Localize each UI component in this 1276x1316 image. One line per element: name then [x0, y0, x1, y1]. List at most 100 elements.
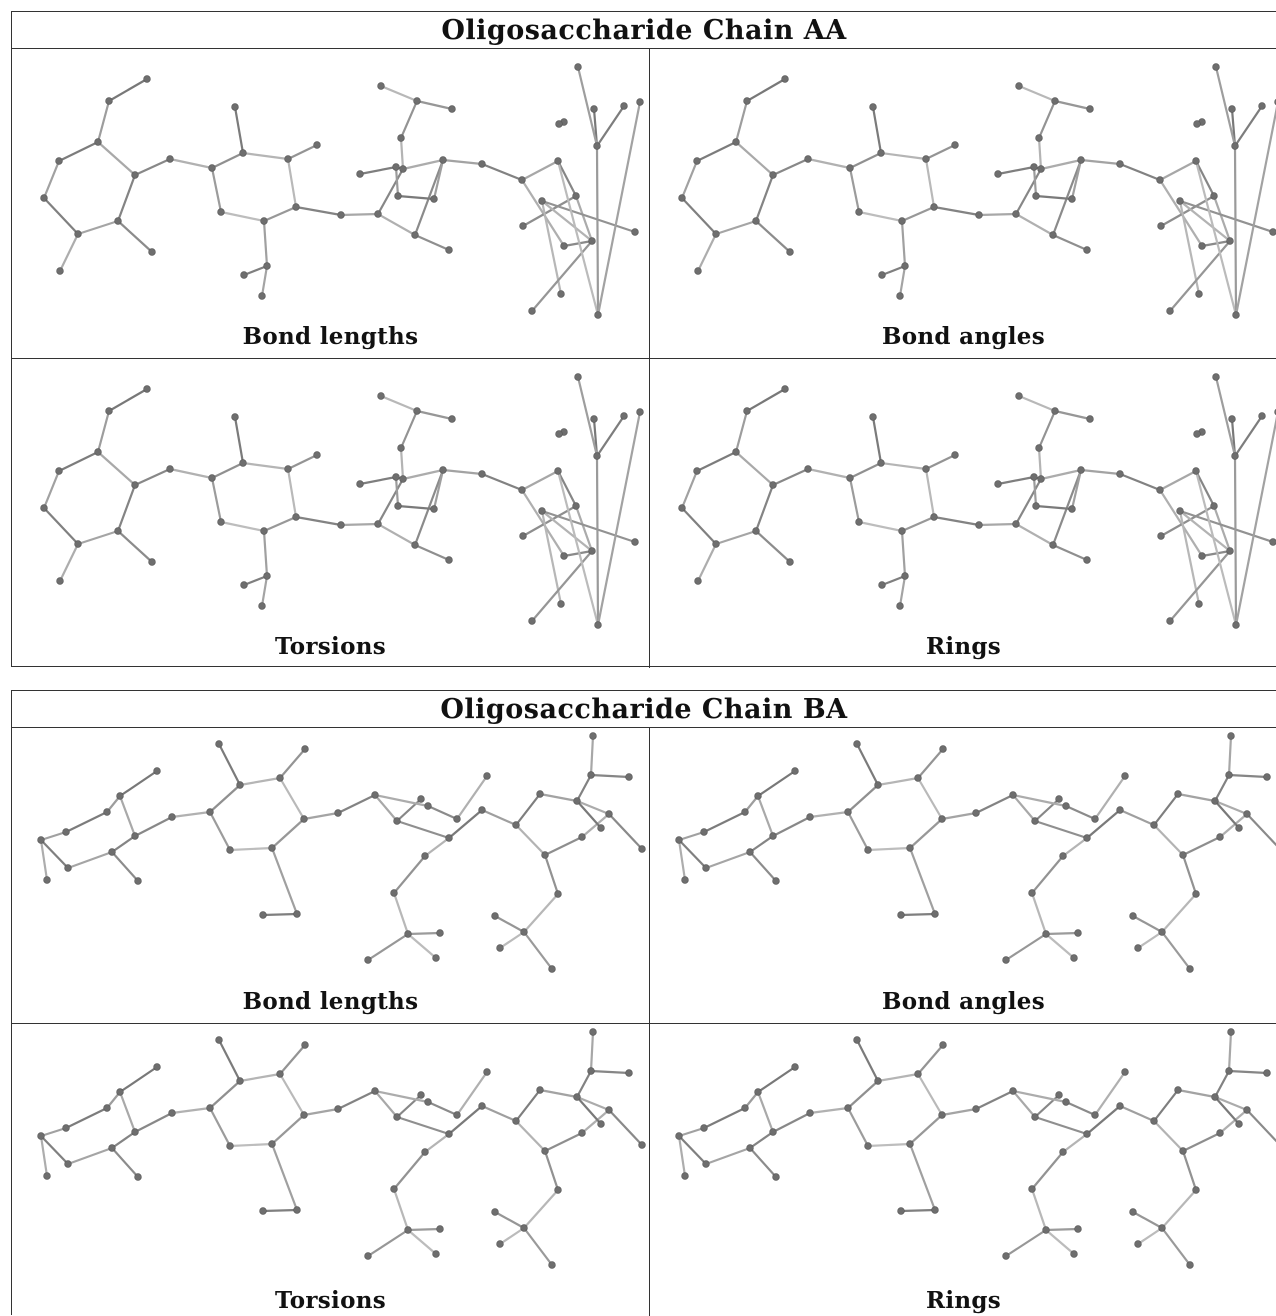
- bond-stick: [680, 159, 699, 200]
- atom-ball: [975, 211, 983, 219]
- atom-ball: [554, 467, 562, 475]
- atom-ball: [432, 1250, 440, 1258]
- atom-ball: [605, 810, 613, 818]
- atom-ball: [1012, 210, 1020, 218]
- bond-stick: [441, 158, 484, 166]
- bond-stick: [932, 205, 981, 217]
- bond-stick: [1213, 1095, 1249, 1112]
- bond-stick: [339, 212, 380, 217]
- atom-ball: [1059, 852, 1067, 860]
- atom-ball: [94, 448, 102, 456]
- atom-ball: [445, 1130, 453, 1138]
- bond-stick: [96, 140, 137, 177]
- bond-stick: [1218, 1108, 1249, 1135]
- bond-stick: [1039, 468, 1083, 481]
- atom-ball: [413, 407, 421, 415]
- bond-stick: [556, 469, 600, 627]
- atom-ball: [914, 1070, 922, 1078]
- atom-ball: [931, 1206, 939, 1214]
- bond-stick: [879, 461, 928, 471]
- molecule-model: [675, 1028, 1276, 1269]
- cell-caption: Torsions: [274, 633, 387, 660]
- atom-ball: [578, 833, 586, 841]
- molecule-structure: [37, 1028, 646, 1269]
- atom-ball: [1243, 810, 1251, 818]
- atom-ball: [1195, 290, 1203, 298]
- atom-ball: [364, 956, 372, 964]
- bond-stick: [871, 105, 883, 155]
- bond-stick: [1233, 104, 1264, 148]
- atom-ball: [483, 1068, 491, 1076]
- atom-ball: [226, 846, 234, 854]
- bond-stick: [1245, 812, 1276, 847]
- atom-ball: [478, 806, 486, 814]
- bond-stick: [1227, 773, 1269, 779]
- bond-stick: [396, 194, 436, 201]
- atom-ball: [1166, 617, 1174, 625]
- atom-ball: [116, 792, 124, 800]
- cell-torsions: Torsions: [12, 359, 649, 668]
- bond-stick: [1194, 469, 1216, 508]
- atom-ball: [536, 790, 544, 798]
- bond-stick: [1158, 488, 1204, 558]
- atom-ball: [258, 292, 266, 300]
- bond-stick: [233, 105, 245, 155]
- atom-ball: [1225, 1067, 1233, 1075]
- bond-stick: [996, 165, 1036, 176]
- atom-ball: [404, 930, 412, 938]
- atom-ball: [1028, 1185, 1036, 1193]
- bond-stick: [1176, 792, 1217, 803]
- bond-stick: [219, 210, 266, 223]
- atom-ball: [898, 217, 906, 225]
- atom-ball: [208, 164, 216, 172]
- bond-stick: [771, 815, 812, 838]
- bond-stick: [39, 838, 49, 882]
- bond-stick: [900, 205, 936, 223]
- bond-stick: [704, 850, 752, 870]
- atom-ball: [906, 1140, 914, 1148]
- atom-ball: [512, 821, 520, 829]
- atom-ball: [64, 864, 72, 872]
- atom-ball: [64, 1160, 72, 1168]
- atom-ball: [1037, 165, 1045, 173]
- bond-stick: [110, 850, 140, 883]
- bond-stick: [522, 1226, 554, 1267]
- molecule-model: [40, 373, 644, 629]
- bond-stick: [39, 1126, 68, 1138]
- bond-stick: [1136, 1226, 1164, 1246]
- atom-ball: [754, 792, 762, 800]
- bond-stick: [1014, 522, 1055, 547]
- atom-ball: [752, 527, 760, 535]
- bond-stick: [58, 542, 80, 583]
- atom-ball: [675, 1132, 683, 1140]
- atom-ball: [896, 292, 904, 300]
- bond-stick: [562, 549, 594, 558]
- atom-ball: [313, 141, 321, 149]
- atom-ball: [478, 470, 486, 478]
- bond-stick: [576, 375, 599, 458]
- atom-ball: [769, 1128, 777, 1136]
- atom-ball: [436, 1225, 444, 1233]
- bond-stick: [575, 1095, 603, 1126]
- atom-ball: [572, 502, 580, 510]
- atom-ball: [930, 203, 938, 211]
- bond-stick: [1136, 930, 1164, 950]
- atom-ball: [638, 1141, 646, 1149]
- bond-stick: [241, 151, 290, 161]
- atom-ball: [276, 1070, 284, 1078]
- atom-ball: [874, 781, 882, 789]
- panel-chain-ba: Oligosaccharide Chain BA Bond lengths Bo…: [11, 690, 1276, 1316]
- bond-stick: [521, 504, 578, 538]
- atom-ball: [1129, 912, 1137, 920]
- bond-stick: [39, 830, 68, 842]
- atom-ball: [1227, 732, 1235, 740]
- atom-ball: [393, 817, 401, 825]
- bond-stick: [260, 264, 269, 298]
- bond-stick: [208, 783, 242, 814]
- atom-ball: [153, 1063, 161, 1071]
- bond-stick: [908, 1113, 944, 1146]
- bond-stick: [110, 1130, 137, 1150]
- atom-ball: [938, 1111, 946, 1119]
- bond-stick: [480, 1104, 518, 1123]
- bond-stick: [1245, 1108, 1276, 1143]
